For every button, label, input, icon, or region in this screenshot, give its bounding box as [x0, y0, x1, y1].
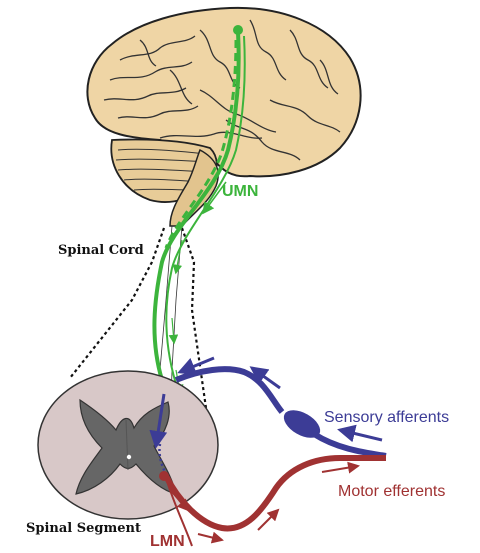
umn-cell-body [233, 25, 243, 35]
lmn-cell-body [159, 471, 169, 481]
central-canal [127, 455, 131, 459]
label-motor-efferents: Motor efferents [338, 483, 445, 500]
sensory-arrow [340, 430, 382, 440]
label-sensory-afferents: Sensory afferents [324, 409, 449, 426]
motor-arrow [322, 466, 358, 472]
label-spinal-segment: Spinal Segment [26, 521, 141, 536]
label-umn: UMN [222, 183, 258, 200]
spinal-segment [38, 371, 218, 519]
label-lmn: LMN [150, 533, 185, 550]
motor-arrow [198, 534, 222, 540]
umn-flow-arrow [172, 318, 174, 342]
label-spinal-cord: Spinal Cord [58, 243, 144, 258]
